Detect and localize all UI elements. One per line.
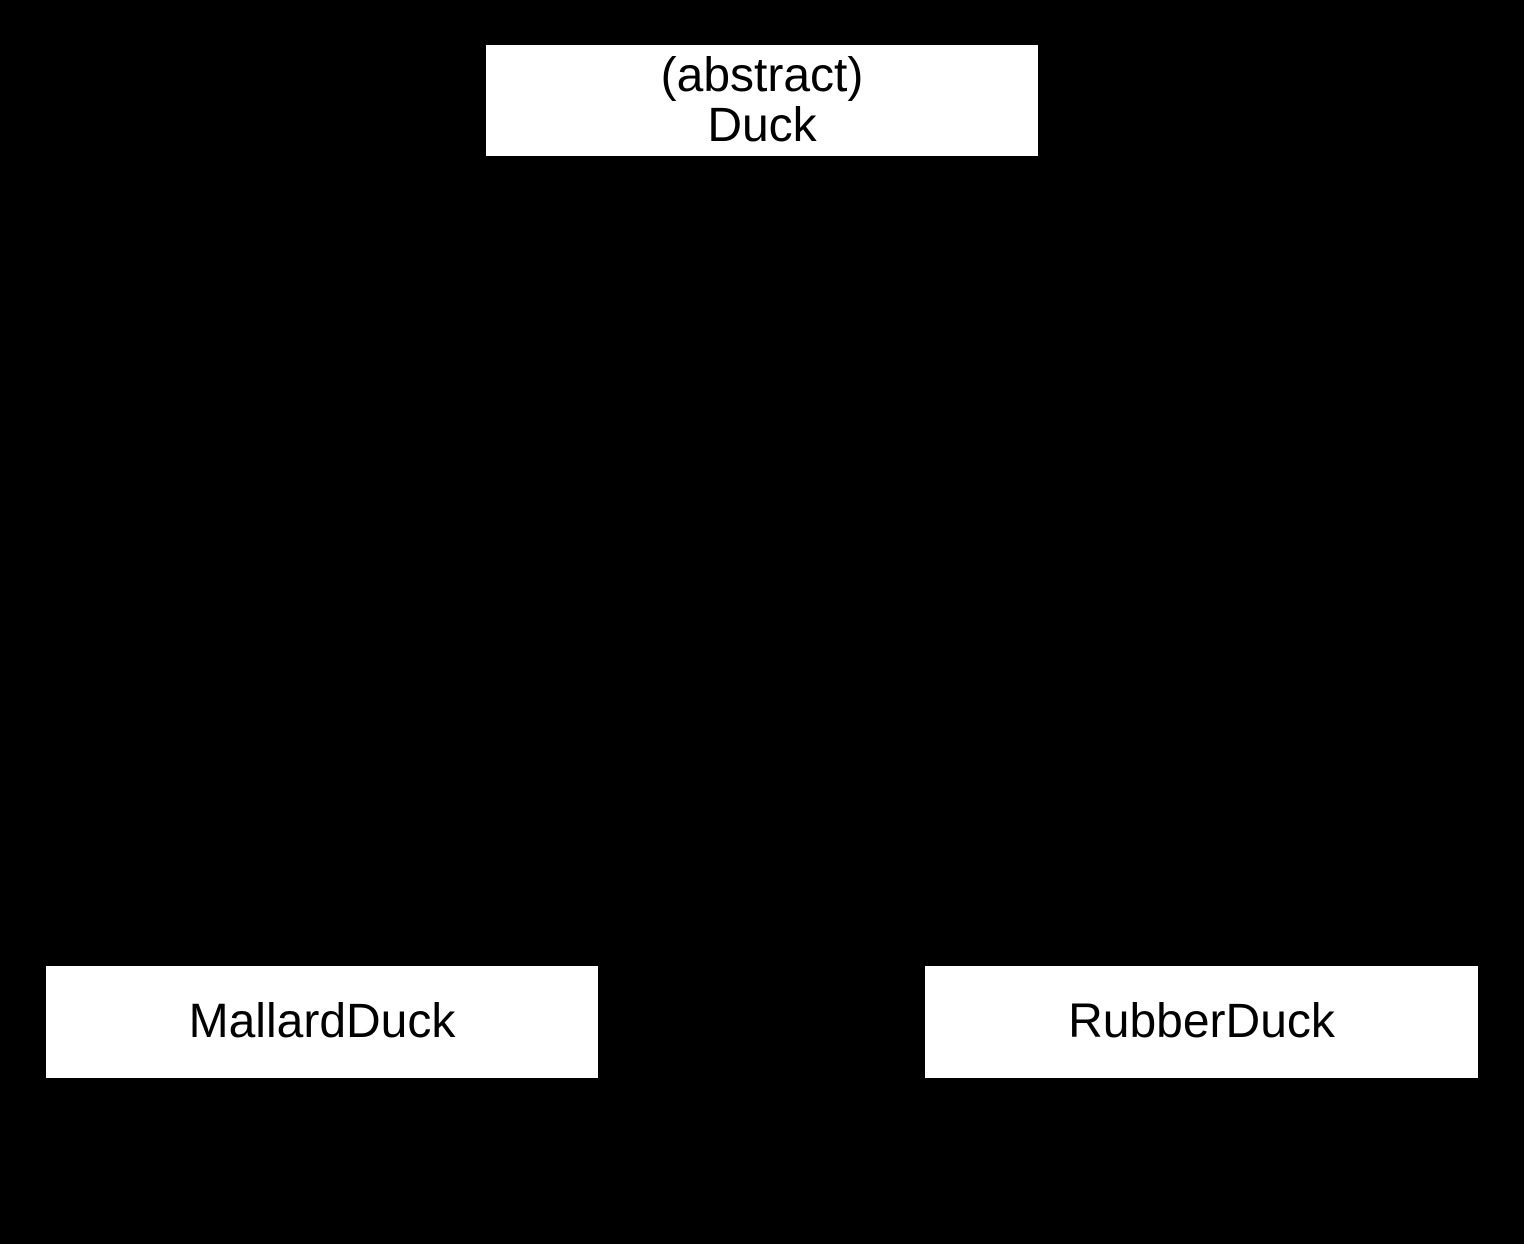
- class-name-label: Duck: [707, 98, 817, 152]
- class-stereotype-label: (abstract): [660, 48, 864, 102]
- class-name-label: MallardDuck: [188, 995, 456, 1048]
- class-node-duck: (abstract) Duck: [484, 43, 1040, 158]
- class-node-rubberduck: RubberDuck: [923, 964, 1480, 1080]
- class-name-label: RubberDuck: [1068, 995, 1335, 1048]
- class-node-mallardduck: MallardDuck: [44, 964, 600, 1080]
